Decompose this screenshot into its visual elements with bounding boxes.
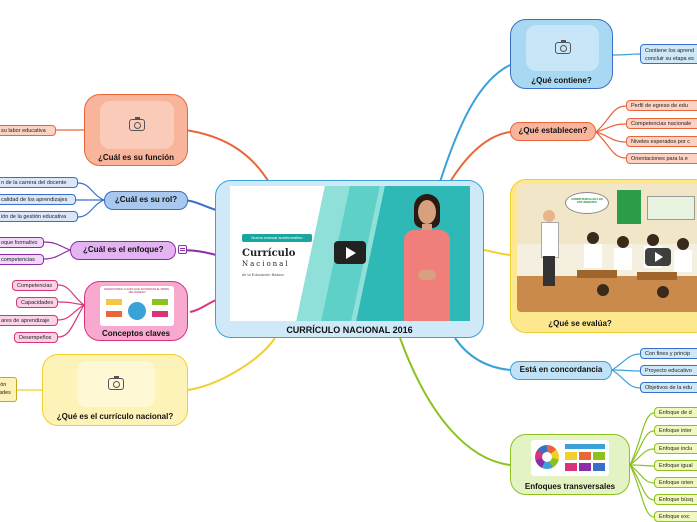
- link-establecen: [449, 131, 511, 183]
- presenter-figure: [398, 186, 458, 321]
- leaf-contiene-0: Contiene los aprend: [645, 48, 695, 54]
- central-topic-title: CURRÍCULO NACIONAL 2016: [286, 325, 413, 335]
- video-badge: Nuevo manual autoformativo: [242, 234, 312, 242]
- play-button[interactable]: [645, 248, 671, 266]
- leaf-rol-0[interactable]: n de la carrera del docente: [0, 177, 78, 188]
- node-contiene-title: ¿Qué contiene?: [531, 76, 592, 85]
- node-concordancia[interactable]: Está en concordancia: [510, 361, 612, 380]
- leaf-concordancia-1[interactable]: Proyecto educativo: [640, 365, 697, 376]
- node-contiene[interactable]: ¿Qué contiene?: [510, 19, 613, 89]
- play-button[interactable]: [334, 241, 366, 264]
- camera-icon: [555, 40, 571, 54]
- evalua-thumbnail: COMPETENCIA EN LOS ESTUDIANTES: [517, 184, 697, 312]
- leaf-rol-1[interactable]: calidad de los aprendizajes: [0, 194, 76, 205]
- node-establecen[interactable]: ¿Qué establecen?: [510, 122, 596, 141]
- leaf-transversales-1[interactable]: Enfoque inter: [654, 425, 697, 436]
- link-contiene: [439, 64, 511, 183]
- leaf-rol-2[interactable]: ión de la gestión educativa: [0, 211, 78, 222]
- node-transversales-title: Enfoques transversales: [524, 482, 616, 491]
- link-concordancia: [454, 337, 511, 371]
- node-evalua[interactable]: COMPETENCIA EN LOS ESTUDIANTES ¿Qué se e…: [510, 179, 697, 333]
- node-evalua-title: ¿Qué se evalúa?: [548, 319, 612, 328]
- leaf-funcion-0[interactable]: su labor educativa: [0, 125, 56, 136]
- leaf-transversales-6[interactable]: Enfoque exc: [654, 511, 697, 522]
- node-transversales[interactable]: Enfoques transversales: [510, 434, 630, 495]
- central-topic[interactable]: Nuevo manual autoformativo Currículo Nac…: [215, 180, 484, 338]
- leaf-conceptos-3[interactable]: Desempeños: [14, 332, 58, 343]
- leaf-concordancia-2[interactable]: Objetivos de la edu: [640, 382, 697, 393]
- leaf-transversales-3[interactable]: Enfoque igual: [654, 460, 697, 471]
- leaf-contiene[interactable]: Contiene los aprend concluir su etapa es: [640, 44, 697, 64]
- video-thumbnail[interactable]: Nuevo manual autoformativo Currículo Nac…: [230, 186, 470, 321]
- link-curriculo: [187, 337, 276, 391]
- node-rol[interactable]: ¿Cuál es su rol?: [104, 191, 188, 210]
- leaf-curriculo-1: ades: [0, 390, 11, 396]
- leaf-contiene-1: concluir su etapa es: [645, 56, 694, 62]
- camera-icon: [129, 117, 145, 131]
- leaf-transversales-4[interactable]: Enfoque orien: [654, 477, 697, 488]
- leaf-establecen-2[interactable]: Niveles esperados por c: [626, 136, 697, 147]
- leaf-conceptos-0[interactable]: Competencias: [12, 280, 58, 291]
- node-curriculo-title: ¿Qué es el currículo nacional?: [56, 412, 174, 421]
- leaf-enfoque-1[interactable]: competencias: [0, 254, 44, 265]
- leaf-establecen-0[interactable]: Perfil de egreso de edu: [626, 100, 697, 111]
- video-heading-line2: Nacional: [242, 260, 290, 268]
- camera-icon: [108, 376, 124, 390]
- conceptos-thumbnail-title: DEFINICIONES CLAVES QUE SUSTENTAN EL PER…: [104, 288, 170, 294]
- leaf-transversales-5[interactable]: Enfoque búsq: [654, 494, 697, 505]
- notes-icon[interactable]: [178, 245, 187, 254]
- node-conceptos-title: Conceptos claves: [101, 329, 171, 338]
- leaf-establecen-1[interactable]: Competencias nacionale: [626, 118, 697, 129]
- leaf-conceptos-1[interactable]: Capacidades: [16, 297, 58, 308]
- node-conceptos[interactable]: DEFINICIONES CLAVES QUE SUSTENTAN EL PER…: [84, 281, 188, 341]
- video-subtitle: de la Educación Básica: [242, 272, 284, 277]
- node-funcion-title: ¿Cuál es su función: [97, 153, 174, 162]
- leaf-curriculo[interactable]: ión ades: [0, 377, 17, 402]
- link-conceptos: [189, 299, 217, 313]
- video-heading-line1: Currículo: [242, 248, 296, 259]
- leaf-concordancia-0[interactable]: Con fines y princip: [640, 348, 697, 359]
- leaf-curriculo-0: ión: [0, 382, 7, 388]
- leaf-enfoque-0[interactable]: oque formativo: [0, 237, 44, 248]
- leaf-transversales-2[interactable]: Enfoque inclu: [654, 443, 697, 454]
- leaf-conceptos-2[interactable]: ares de aprendizaje: [0, 315, 58, 326]
- link-transversales: [399, 337, 511, 466]
- node-curriculo[interactable]: ¿Qué es el currículo nacional?: [42, 354, 188, 426]
- node-enfoque[interactable]: ¿Cuál es el enfoque?: [70, 241, 176, 260]
- link-funcion: [184, 129, 271, 185]
- conceptos-thumbnail: DEFINICIONES CLAVES QUE SUSTENTAN EL PER…: [100, 286, 174, 326]
- transversales-thumbnail: [531, 440, 609, 476]
- node-funcion[interactable]: ¿Cuál es su función: [84, 94, 188, 166]
- link-evalua: [483, 249, 511, 256]
- leaf-transversales-0[interactable]: Enfoque de d: [654, 407, 697, 418]
- evalua-speech-bubble: COMPETENCIA EN LOS ESTUDIANTES: [565, 192, 609, 214]
- leaf-establecen-3[interactable]: Orientaciones para la e: [626, 153, 697, 164]
